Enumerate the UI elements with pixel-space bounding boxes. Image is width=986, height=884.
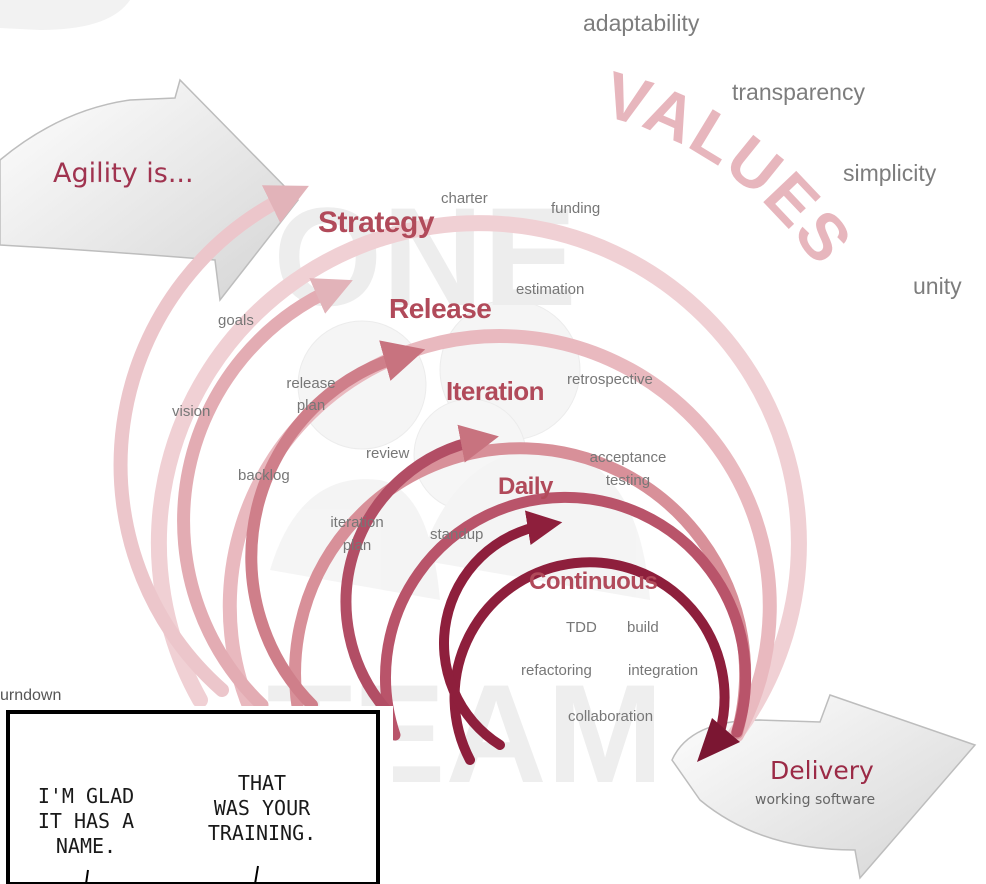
daily-ring — [340, 424, 752, 741]
continuous-ring — [439, 510, 740, 765]
delivery-subtitle: working software — [755, 792, 875, 808]
strategy-item-charter: charter — [441, 190, 488, 207]
value-simplicity: simplicity — [843, 160, 937, 186]
comic-right-line-3: TRAINING. — [208, 821, 316, 845]
comic-speech-tail-left — [85, 869, 89, 884]
iteration-item-iteration: iteration — [330, 514, 383, 531]
continuous-item-collaboration: collaboration — [568, 708, 653, 725]
daily-item-standup: standup — [430, 526, 483, 543]
value-adaptability: adaptability — [583, 10, 700, 36]
top-left-swoosh — [0, 0, 130, 30]
strategy-item-vision: vision — [172, 403, 210, 420]
continuous-item-refactoring: refactoring — [521, 662, 592, 679]
agility-arrow — [0, 78, 299, 302]
comic-right-line-1: THAT — [238, 771, 286, 795]
release-title: Release — [389, 293, 491, 324]
comic-left-line-2: IT HAS A — [38, 809, 134, 833]
value-transparency: transparency — [732, 79, 865, 105]
iteration-item-review: review — [366, 445, 410, 462]
strategy-item-goals: goals — [218, 312, 254, 329]
strategy-item-funding: funding — [551, 200, 600, 217]
iteration-item-retrospective: retrospective — [567, 371, 653, 388]
release-ring — [177, 278, 777, 742]
continuous-item-build: build — [627, 619, 659, 636]
delivery-arrow — [671, 694, 977, 880]
value-unity: unity — [913, 273, 962, 299]
iteration-item-plan: plan — [343, 537, 371, 554]
daily-item-testing: testing — [606, 472, 650, 489]
comic-speech-tail-right — [254, 865, 259, 884]
continuous-ring-head — [697, 718, 740, 762]
daily-title: Daily — [498, 473, 554, 500]
delivery-title: Delivery — [770, 756, 874, 785]
comic-panel: I'M GLAD IT HAS A NAME. THAT WAS YOUR TR… — [0, 706, 393, 884]
release-item-plan: plan — [297, 397, 325, 414]
comic-left-line-1: I'M GLAD — [38, 784, 134, 808]
iteration-title: Iteration — [446, 376, 544, 406]
comic-right-line-2: WAS YOUR — [214, 796, 311, 820]
release-item-release: release — [286, 375, 335, 392]
strategy-title: Strategy — [318, 206, 435, 239]
agility-label: Agility is... — [53, 158, 194, 189]
partial-burndown-text: urndown — [0, 687, 61, 704]
continuous-item-integration: integration — [628, 662, 698, 679]
release-item-backlog: backlog — [238, 467, 290, 484]
strategy-ring — [113, 185, 807, 743]
comic-left-line-3: NAME. — [56, 834, 116, 858]
release-item-estimation: estimation — [516, 281, 584, 298]
daily-item-acceptance: acceptance — [590, 449, 667, 466]
continuous-title: Continuous — [529, 568, 657, 595]
continuous-item-tdd: TDD — [566, 619, 597, 636]
